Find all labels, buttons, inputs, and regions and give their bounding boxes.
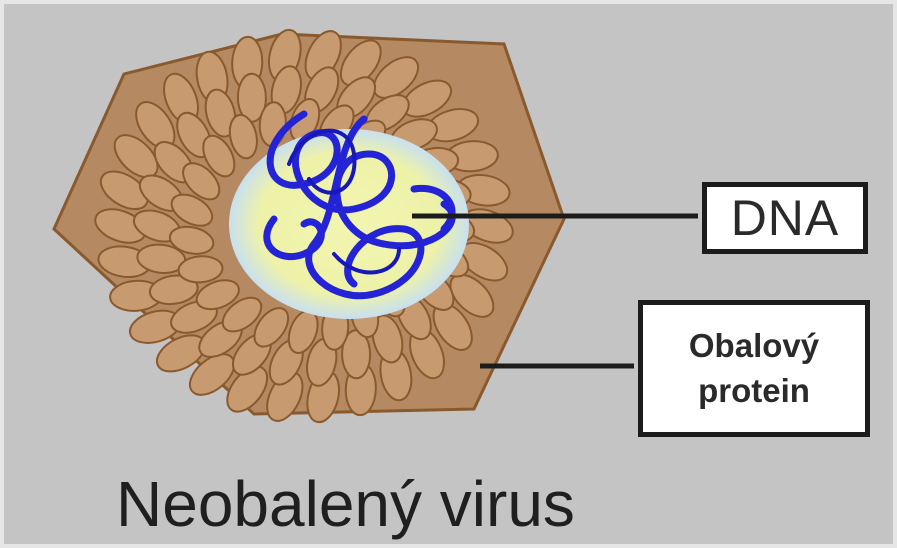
coat-protein-label-line1: Obalový [689, 324, 819, 369]
coat-protein-label-line2: protein [689, 369, 819, 414]
diagram-title: Neobalený virus [116, 472, 575, 536]
virus-illustration [4, 4, 893, 544]
dna-label: DNA [731, 189, 840, 247]
dna-label-box: DNA [702, 182, 868, 254]
coat-protein-label-box: Obalový protein [638, 300, 870, 437]
